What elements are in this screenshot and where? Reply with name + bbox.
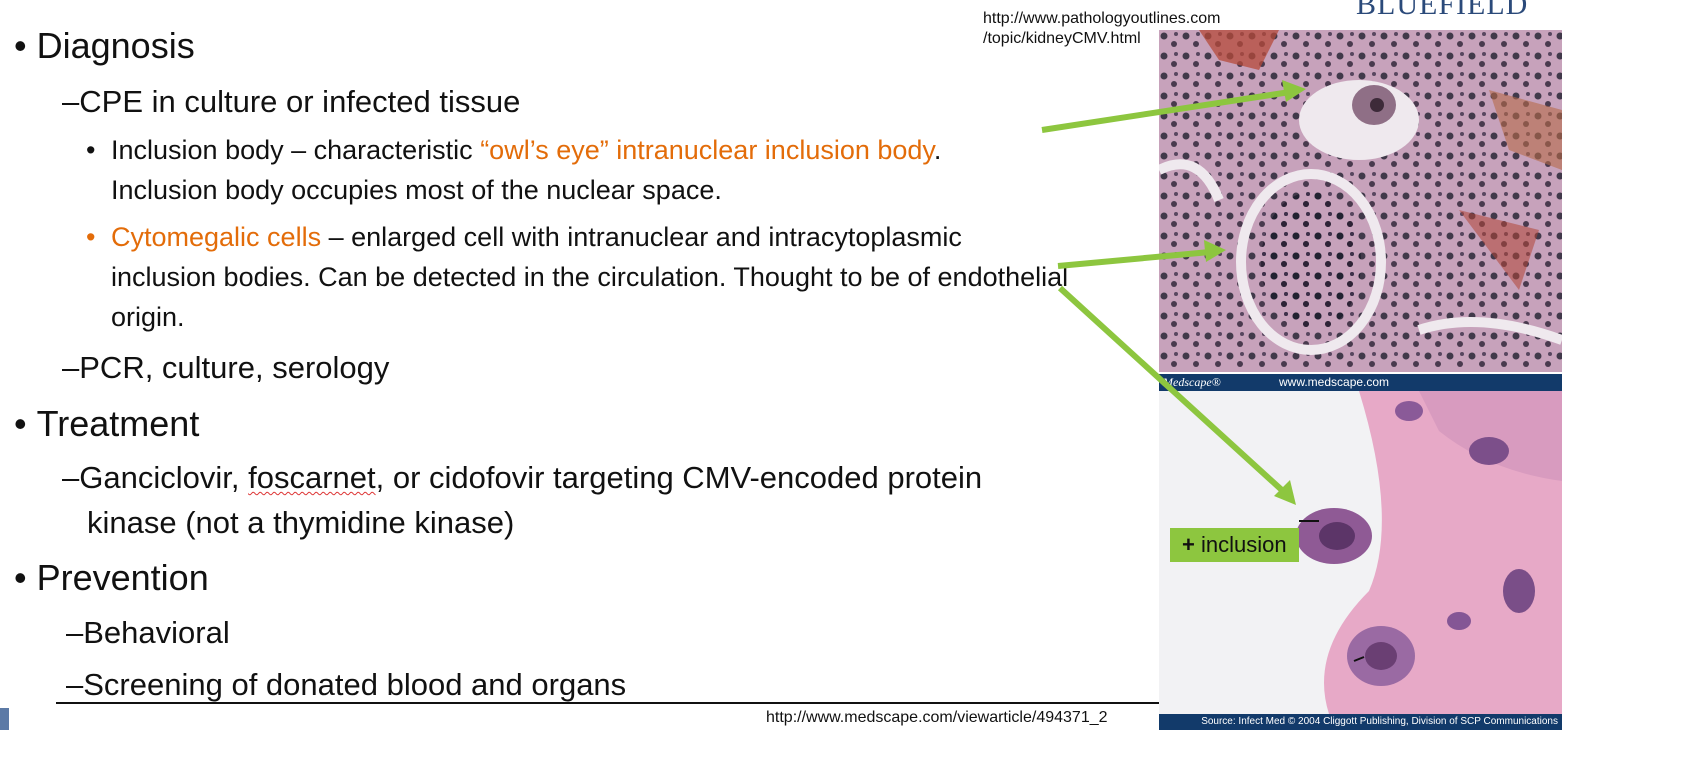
behavioral-text: Behavioral: [83, 615, 230, 650]
treatment-heading: Treatment: [36, 403, 200, 444]
kidney-histology-image: [1159, 30, 1562, 372]
bullet-prevention: • Prevention: [14, 558, 209, 598]
image-source-bar: Source: Infect Med © 2004 Cliggott Publi…: [1159, 714, 1562, 730]
bullet-dot: •: [86, 135, 96, 165]
medscape-banner-right: www.medscape.com: [1279, 375, 1390, 389]
drugs-text-a: Ganciclovir,: [79, 460, 249, 495]
diagnosis-heading: Diagnosis: [36, 25, 195, 66]
drugs-line2: kinase (not a thymidine kinase): [87, 505, 515, 540]
bullet-diagnosis: • Diagnosis: [14, 26, 195, 66]
medscape-banner-left: Medscape®: [1163, 375, 1221, 389]
bullet-treatment: • Treatment: [14, 404, 199, 444]
dash: –: [62, 350, 80, 385]
inclusion-label-text: inclusion: [1194, 532, 1287, 557]
cytomegalic-text: – enlarged cell with intranuclear and in…: [111, 222, 1069, 332]
pathology-url-line2: /topic/kidneyCMV.html: [983, 30, 1141, 47]
prevention-heading: Prevention: [36, 557, 209, 598]
bullet-behavioral: –Behavioral: [66, 615, 230, 651]
cpe-text: CPE in culture or infected tissue: [79, 84, 521, 119]
bullet-pcr: –PCR, culture, serology: [62, 350, 389, 386]
inclusion-line2: Inclusion body occupies most of the nucl…: [111, 175, 722, 205]
bullet-dot: •: [14, 25, 37, 66]
inclusion-suffix: .: [933, 135, 942, 165]
foscarnet-word: foscarnet: [248, 460, 376, 495]
dash: –: [62, 460, 80, 495]
medscape-source-url[interactable]: http://www.medscape.com/viewarticle/4943…: [766, 709, 1108, 726]
inclusion-prefix: Inclusion body – characteristic: [111, 135, 481, 165]
slide-corner-marker: [0, 708, 9, 730]
pathology-source-url[interactable]: http://www.pathologyoutlines.com /topic/…: [983, 9, 1220, 49]
bullet-cytomegalic: • Cytomegalic cells – enlarged cell with…: [86, 217, 1071, 337]
bluefield-logo: BLUEFIELD: [1356, 0, 1529, 21]
dash: –: [66, 615, 84, 650]
bullet-drugs: –Ganciclovir, foscarnet, or cidofovir ta…: [62, 460, 982, 496]
dash: –: [66, 667, 84, 702]
bullet-screening: –Screening of donated blood and organs: [66, 667, 626, 703]
inclusion-label: + inclusion: [1170, 528, 1299, 562]
cytomegalic-highlight: Cytomegalic cells: [111, 222, 322, 252]
bullet-dot-orange: •: [86, 222, 96, 252]
bottom-rule: [56, 702, 1160, 704]
dash: –: [62, 84, 80, 119]
screening-text: Screening of donated blood and organs: [83, 667, 627, 702]
bullet-dot: •: [14, 403, 37, 444]
medscape-banner: Medscape® www.medscape.com: [1159, 374, 1562, 391]
bullet-cpe: –CPE in culture or infected tissue: [62, 84, 520, 120]
plus-sign: +: [1182, 532, 1195, 557]
bullet-dot: •: [14, 557, 37, 598]
drugs-text-c: , or cidofovir targeting CMV-encoded pro…: [375, 460, 983, 495]
pathology-url-line1: http://www.pathologyoutlines.com: [983, 10, 1221, 27]
image-source-text: Source: Infect Med © 2004 Cliggott Publi…: [1201, 716, 1558, 727]
bullet-inclusion: • Inclusion body – characteristic “owl’s…: [86, 130, 1066, 210]
owls-eye-highlight: “owl’s eye” intranuclear inclusion body: [480, 135, 934, 165]
pcr-text: PCR, culture, serology: [79, 350, 390, 385]
kidney-micrograph: [1159, 30, 1562, 372]
